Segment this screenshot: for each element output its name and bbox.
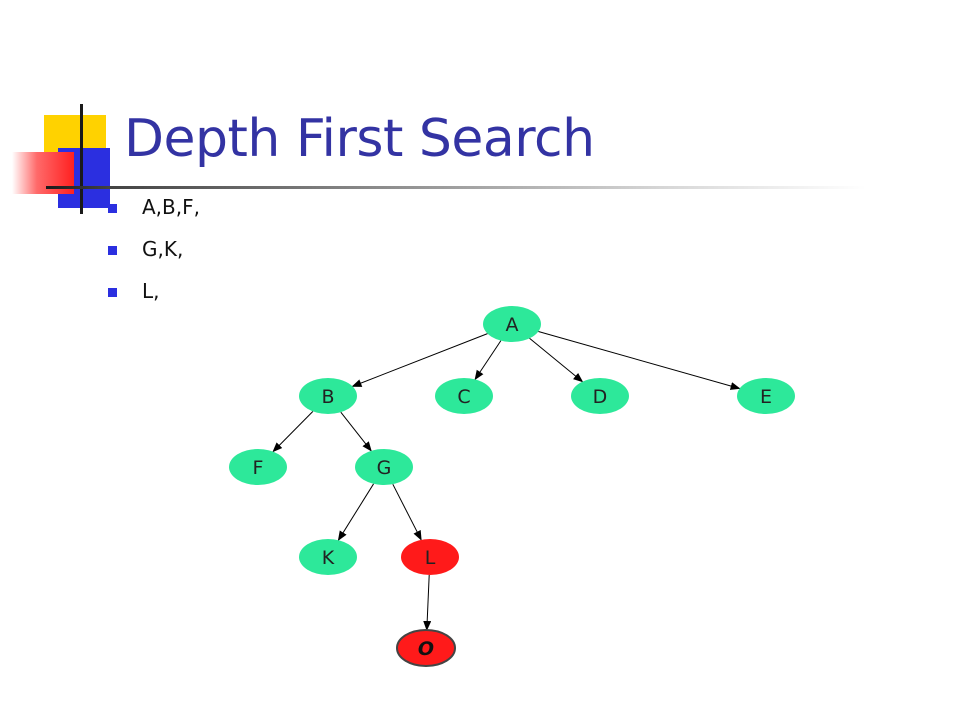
bullet-text: A,B,F, xyxy=(142,195,200,219)
tree-node-shape xyxy=(396,629,456,667)
tree-node-shape xyxy=(229,449,287,485)
bullet-square-icon xyxy=(108,288,117,297)
tree-node-g: G xyxy=(355,449,413,485)
tree-node-shape xyxy=(737,378,795,414)
bullet-text: L, xyxy=(142,279,160,303)
tree-node-label: C xyxy=(457,386,470,408)
tree-node-f: F xyxy=(229,449,287,485)
tree-edges xyxy=(272,331,741,631)
bullet-square-icon xyxy=(108,246,117,255)
tree-node-label: L xyxy=(425,547,436,569)
tree-edge-l-o xyxy=(423,574,432,631)
tree-node-label: G xyxy=(377,457,392,479)
tree-nodes: A B C D E F G K L O xyxy=(229,306,795,667)
tree-node-label: O xyxy=(418,638,434,660)
tree-edge-a-d xyxy=(529,337,584,383)
tree-node-shape xyxy=(299,539,357,575)
slide-title: Depth First Search xyxy=(124,109,595,169)
tree-node-shape xyxy=(571,378,629,414)
title-underline xyxy=(46,186,866,189)
tree-node-label: D xyxy=(593,386,608,408)
tree-node-a: A xyxy=(483,306,541,342)
bullet-item: A,B,F, xyxy=(108,192,200,234)
tree-node-d: D xyxy=(571,378,629,414)
tree-edge-a-b xyxy=(351,333,488,387)
tree-node-shape xyxy=(299,378,357,414)
tree-node-shape xyxy=(401,539,459,575)
tree-node-k: K xyxy=(299,539,357,575)
bullet-square-icon xyxy=(108,204,117,213)
tree-node-shape xyxy=(355,449,413,485)
tree-edge-a-e xyxy=(538,331,741,390)
bullet-text: G,K, xyxy=(142,237,184,261)
tree-node-o: O xyxy=(396,629,456,667)
tree-node-shape xyxy=(435,378,493,414)
tree-node-label: E xyxy=(760,386,772,408)
tree-edge-g-k xyxy=(337,483,375,542)
tree-node-label: A xyxy=(506,314,519,336)
bullet-item: G,K, xyxy=(108,234,200,276)
tree-node-shape xyxy=(483,306,541,342)
bullet-item: L, xyxy=(108,276,200,318)
tree-node-l: L xyxy=(401,539,459,575)
tree-node-label: K xyxy=(322,547,335,569)
tree-node-label: F xyxy=(253,457,264,479)
tree-node-label: B xyxy=(321,386,334,408)
tree-node-c: C xyxy=(435,378,493,414)
tree-edge-g-l xyxy=(392,483,422,541)
tree-edge-b-g xyxy=(340,411,372,452)
tree-node-b: B xyxy=(299,378,357,414)
bullet-list: A,B,F, G,K, L, xyxy=(108,192,200,318)
title-ornament-vertical-line xyxy=(80,104,83,214)
tree-node-e: E xyxy=(737,378,795,414)
tree-edge-a-c xyxy=(474,340,502,381)
tree-edge-b-f xyxy=(272,411,314,453)
